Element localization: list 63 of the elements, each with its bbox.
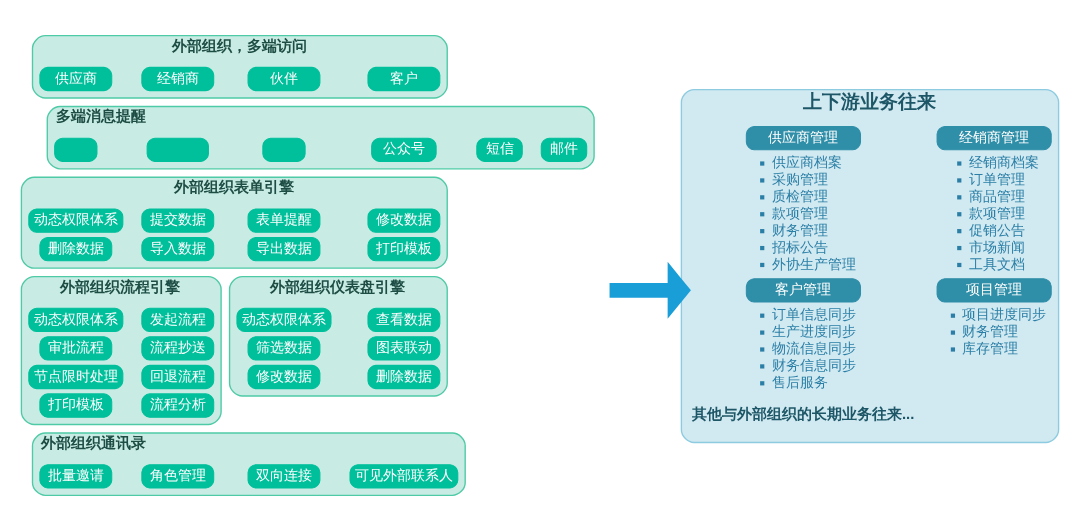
node-label: 招标公告 <box>771 239 828 255</box>
node-box: 供应商 <box>39 66 113 91</box>
node-box: 动态权限体系 <box>28 207 124 233</box>
node-label: 财务管理 <box>962 323 1019 339</box>
node-label: 市场新闻 <box>968 239 1025 255</box>
node-label: 售后服务 <box>771 374 828 390</box>
node-box: 客户管理 <box>745 277 861 302</box>
node-box: 可见外部联系人 <box>349 463 459 488</box>
node-label: 财务信息同步 <box>771 357 856 373</box>
node-label: 款项管理 <box>771 205 828 221</box>
node-label: 生产进度同步 <box>771 323 856 339</box>
node-box: 动态权限体系 <box>236 307 332 332</box>
node-box: 经销商管理 <box>936 125 1052 150</box>
node-label: 订单管理 <box>968 171 1025 187</box>
node-label: 商品管理 <box>968 188 1025 204</box>
node-box: 双向连接 <box>247 463 321 488</box>
node-box: 公众号 <box>371 137 437 162</box>
node-label: 质检管理 <box>771 188 828 204</box>
node-box: 伙伴 <box>247 66 321 91</box>
node-box: 表单提醒 <box>247 207 321 233</box>
node-label: 款项管理 <box>968 205 1025 221</box>
node-box <box>262 137 306 162</box>
node-box: 审批流程 <box>39 335 113 361</box>
node-label: 经销商档案 <box>968 154 1039 170</box>
node-box: 客户 <box>367 66 441 91</box>
node-label: 促销公告 <box>968 222 1025 238</box>
node-box: 项目管理 <box>936 277 1052 302</box>
node-box: 节点限时处理 <box>28 364 124 389</box>
node-label: 物流信息同步 <box>771 340 856 356</box>
node-box: 导入数据 <box>141 236 215 261</box>
node-box: 修改数据 <box>247 364 321 389</box>
node-box: 流程分析 <box>141 392 215 418</box>
node-label: 项目进度同步 <box>962 306 1047 322</box>
node-box: 回退流程 <box>141 364 215 389</box>
node-box: 发起流程 <box>141 307 215 332</box>
node-box: 短信 <box>476 137 523 162</box>
node-box: 经销商 <box>141 66 215 91</box>
node-box: 流程抄送 <box>141 335 215 361</box>
node-box: 打印模板 <box>367 236 441 261</box>
node-box: 动态权限体系 <box>28 307 124 332</box>
node-box: 删除数据 <box>39 236 113 261</box>
node-box: 导出数据 <box>247 236 321 261</box>
node-label: 财务管理 <box>771 222 828 238</box>
node-box: 筛选数据 <box>247 335 321 361</box>
node-box <box>146 137 209 162</box>
node-box: 邮件 <box>540 137 588 162</box>
node-box: 删除数据 <box>367 364 441 389</box>
arrow <box>609 261 691 319</box>
node-box: 查看数据 <box>367 307 441 332</box>
node-box: 角色管理 <box>141 463 215 488</box>
node-box: 批量邀请 <box>39 463 113 488</box>
node-box: 供应商管理 <box>745 125 861 150</box>
node-label: 供应商档案 <box>771 154 842 170</box>
node-box: 提交数据 <box>141 207 215 233</box>
node-box: 图表联动 <box>367 335 441 361</box>
node-label: 订单信息同步 <box>771 306 856 322</box>
node-box: 修改数据 <box>367 207 441 233</box>
node-label: 工具文档 <box>968 256 1025 272</box>
node-label: 外协生产管理 <box>771 256 856 272</box>
node-box: 打印模板 <box>39 392 113 418</box>
node-label: 采购管理 <box>771 171 828 187</box>
node-box <box>54 137 98 162</box>
node-label: 库存管理 <box>962 340 1019 356</box>
